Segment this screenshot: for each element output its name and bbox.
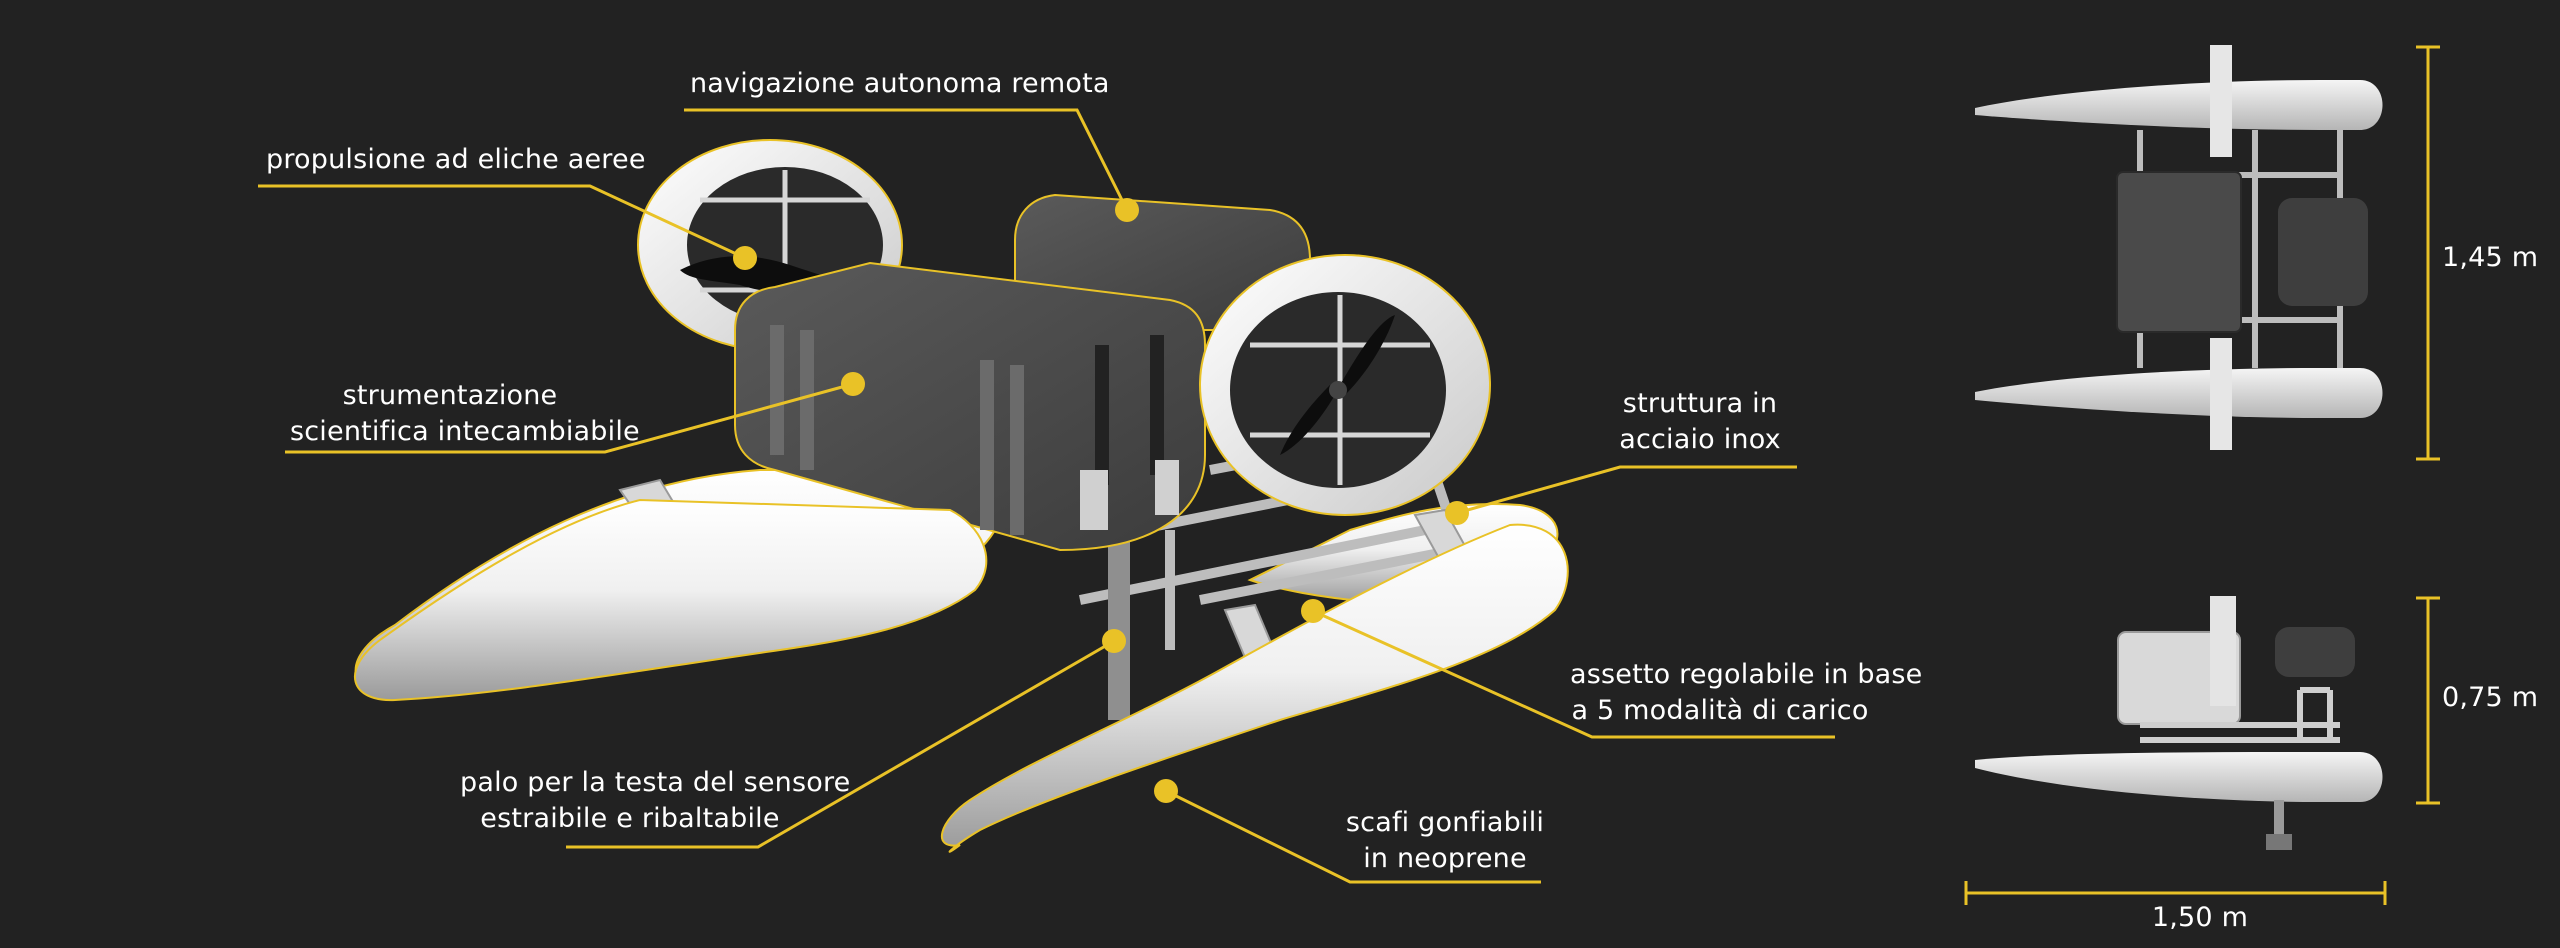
side-view [1975, 596, 2383, 850]
callout-frame: struttura in acciaio inox [1600, 386, 1800, 458]
callout-navigation-text: navigazione autonoma remota [690, 68, 1110, 99]
top-pontoon-upper [1975, 80, 2383, 130]
callout-propulsion-text: propulsione ad eliche aeree [266, 144, 646, 175]
callout-hulls-line2: in neoprene [1363, 843, 1527, 874]
marker-hulls [1154, 779, 1178, 803]
dimension-height-label: 0,75 m [2442, 680, 2538, 716]
top-instruments-box [2116, 171, 2242, 333]
leader-frame [1456, 465, 1797, 515]
callout-sensor-pole-line1: palo per la testa del sensore [460, 767, 851, 798]
leader-trim [1312, 609, 1835, 739]
duct-right [1199, 254, 1491, 516]
marker-navigation [1115, 198, 1139, 222]
top-pontoon-lower [1975, 368, 2383, 418]
hull-front-right [940, 523, 1569, 853]
dimension-height-text: 0,75 m [2442, 682, 2539, 713]
sensor-pole [1108, 520, 1130, 720]
callout-trim: assetto regolabile in base a 5 modalità … [1570, 657, 1923, 729]
callout-navigation: navigazione autonoma remota [690, 66, 1110, 102]
callout-instruments-line1: strumentazione [342, 380, 558, 411]
leader-instruments [285, 382, 854, 454]
marker-propulsion [733, 246, 757, 270]
dimension-length [2416, 45, 2440, 461]
callout-leaders [258, 108, 1835, 884]
side-pontoon [1975, 752, 2383, 802]
marker-frame [1445, 501, 1469, 525]
dimension-length-label: 1,45 m [2442, 240, 2538, 276]
callout-instruments: strumentazione scientifica intecambiabil… [290, 378, 640, 450]
side-sensor-pole [2274, 800, 2284, 838]
callout-frame-line1: struttura in [1622, 388, 1778, 419]
dimension-width [1964, 881, 2387, 905]
side-navigation-box [2275, 627, 2355, 677]
dimension-width-text: 1,50 m [2151, 902, 2249, 933]
callout-trim-line1: assetto regolabile in base [1570, 659, 1923, 690]
callout-propulsion: propulsione ad eliche aeree [266, 142, 646, 178]
callout-sensor-pole: palo per la testa del sensore estraibile… [460, 765, 851, 837]
leader-sensor-pole [566, 639, 1115, 849]
dimension-width-label: 1,50 m [2100, 900, 2300, 936]
marker-instruments [841, 372, 865, 396]
hull-front-left [353, 498, 988, 702]
callout-instruments-line2: scientifica intecambiabile [290, 416, 640, 447]
top-view [1975, 45, 2383, 450]
callout-hulls-line1: scafi gonfiabili [1345, 807, 1545, 838]
dimension-length-text: 1,45 m [2442, 242, 2539, 273]
marker-trim [1301, 599, 1325, 623]
instruments-box [734, 261, 1206, 552]
callout-frame-line2: acciaio inox [1619, 424, 1781, 455]
leader-propulsion [258, 184, 746, 260]
leader-navigation [684, 108, 1129, 211]
leader-hulls [1165, 789, 1541, 884]
callout-markers [733, 198, 1469, 803]
callout-trim-line2: a 5 modalità di carico [1571, 695, 1869, 726]
main-view [353, 139, 1569, 853]
dimension-height [2416, 596, 2440, 805]
top-navigation-box [2278, 198, 2368, 306]
callout-hulls: scafi gonfiabili in neoprene [1340, 805, 1550, 877]
callout-sensor-pole-line2: estraibile e ribaltabile [480, 803, 780, 834]
marker-sensor-pole [1102, 629, 1126, 653]
